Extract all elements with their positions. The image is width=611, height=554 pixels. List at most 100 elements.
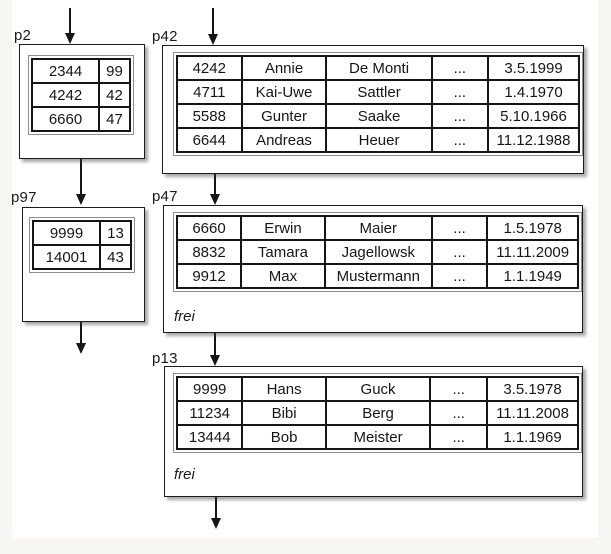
table-cell: 3.5.1999 [487,55,580,81]
table-cell: Max [240,263,326,289]
table-cell: 14001 [32,244,101,270]
arrow-top-into-p42 [207,8,218,45]
table-cell: ... [430,79,490,105]
table-cell: Bob [241,424,327,450]
page-label-p2: p2 [14,27,32,44]
table-cell: ... [430,239,489,265]
table-cell: 5588 [176,103,243,129]
table-cell: ... [430,127,490,153]
free-space-label-p47: frei [174,308,195,325]
table-cell: Gunter [240,103,328,129]
page-label-p13: p13 [152,350,178,367]
table-cell: 99 [98,58,131,84]
table-cell: 3.5.1978 [486,376,579,402]
table-cell: 11234 [175,400,244,426]
arrow-p97-out [75,320,86,354]
table-cell: Berg [324,400,432,426]
table-cell: 1.1.1969 [486,424,579,450]
table-cell: Bibi [241,400,327,426]
table-cell: 1.1.1949 [486,263,579,289]
table-cell: ... [430,55,490,81]
arrow-p42-to-p47 [209,172,220,205]
table-cell: Guck [324,376,432,402]
table-cell: De Monti [325,55,433,81]
table-cell: Maier [323,215,433,241]
table-cell: 42 [98,82,131,108]
table-cell: Andreas [240,127,328,153]
table-cell: 13444 [175,424,244,450]
table-cell: Tamara [240,239,326,265]
table-cell: Hans [241,376,327,402]
table-cell: Meister [324,424,432,450]
table-cell: 1.4.1970 [487,79,580,105]
table-cell: ... [429,376,489,402]
table-cell: 9912 [175,263,243,289]
table-cell: Erwin [240,215,326,241]
table-cell: ... [430,263,489,289]
arrow-p47-to-p13 [209,331,220,366]
table-cell: 6660 [175,215,243,241]
table-cell: 11.12.1988 [487,127,580,153]
table-cell: 9999 [32,220,101,246]
table-cell: 1.5.1978 [486,215,579,241]
table-cell: Heuer [325,127,433,153]
arrow-p2-to-p97 [75,157,86,205]
table-cell: 8832 [175,239,243,265]
arrow-p13-out [210,495,221,529]
table-cell: Sattler [325,79,433,105]
table-cell: 6644 [176,127,243,153]
page-label-p97: p97 [11,189,37,206]
table-cell: Mustermann [323,263,433,289]
table-cell: ... [430,215,489,241]
table-cell: 13 [99,220,132,246]
table-cell: ... [429,400,489,426]
table-cell: 11.11.2008 [486,400,579,426]
table-cell: 11.11.2009 [486,239,579,265]
page-label-p47: p47 [152,188,178,205]
table-cell: Kai-Uwe [240,79,328,105]
table-cell: 5.10.1966 [487,103,580,129]
table-cell: Saake [325,103,433,129]
table-cell: 4242 [176,55,243,81]
table-cell: ... [429,424,489,450]
table-cell: 2344 [31,58,100,84]
table-cell: Jagellowsk [323,239,433,265]
free-space-label-p13: frei [174,466,195,483]
table-cell: 6660 [31,106,100,132]
arrow-top-into-p2 [64,8,75,44]
table-cell: 47 [98,106,131,132]
table-cell: 4711 [176,79,243,105]
table-cell: 9999 [175,376,244,402]
table-cell: ... [430,103,490,129]
table-cell: 4242 [31,82,100,108]
